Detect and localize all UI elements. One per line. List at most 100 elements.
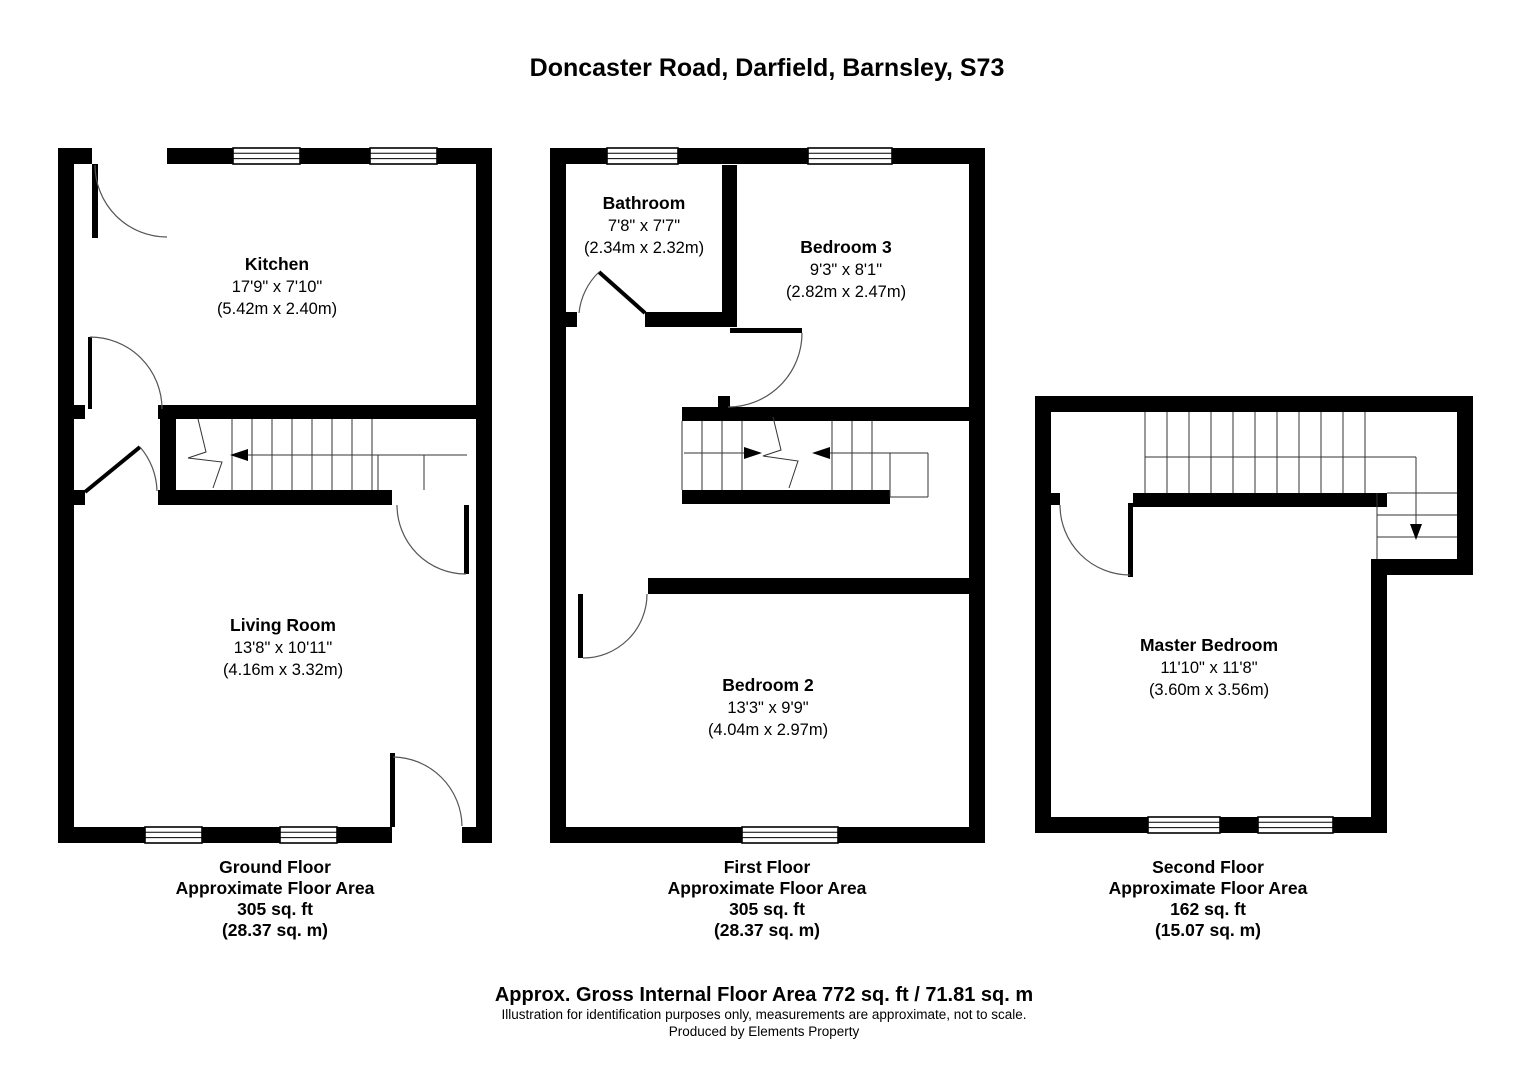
room-dims-metric: (5.42m x 2.40m) (217, 300, 337, 318)
wall-segment (1220, 817, 1258, 833)
caption-line: 162 sq. ft (1170, 899, 1246, 919)
wall-segment (1048, 493, 1060, 505)
wall-segment (1035, 396, 1051, 833)
wall-segment (476, 148, 492, 843)
ground-floor-doors (83, 164, 469, 827)
room-label-bedroom2: Bedroom 2 (722, 675, 814, 695)
stair-down-arrow (812, 447, 830, 459)
first-floor-doors (578, 270, 803, 659)
window (1257, 816, 1334, 834)
caption-line: (28.37 sq. m) (222, 920, 328, 940)
stair-break-line (762, 416, 799, 489)
stair-guides (684, 452, 929, 498)
second-floor-labels: Master Bedroom 11'10" x 11'8" (3.60m x 3… (1140, 635, 1278, 699)
window (1147, 816, 1221, 834)
room-dims-metric: (2.82m x 2.47m) (786, 283, 906, 301)
stair-up-arrow (744, 447, 762, 459)
second-floor-doors (1059, 503, 1133, 577)
window (741, 826, 839, 844)
room-label-bedroom3: Bedroom 3 (800, 237, 892, 257)
room-label-kitchen: Kitchen (245, 254, 309, 274)
wall-stair-divider (158, 490, 392, 505)
door (727, 328, 803, 408)
caption-line: Approximate Floor Area (176, 878, 375, 898)
ground-floor-caption: Ground Floor Approximate Floor Area 305 … (176, 857, 375, 940)
wall-stair-top (682, 407, 969, 421)
caption-line: Approximate Floor Area (668, 878, 867, 898)
stair-down-arrow (1410, 524, 1422, 540)
stair-guides (248, 454, 467, 490)
first-floor-labels: Bathroom 7'8" x 7'7" (2.34m x 2.32m) Bed… (584, 193, 906, 739)
room-label-living-room: Living Room (230, 615, 336, 635)
stair-direction-arrow (230, 449, 248, 461)
door (92, 164, 168, 238)
first-floor-stairs (681, 416, 929, 498)
footer-disclaimer: Illustration for identification purposes… (501, 1007, 1026, 1022)
caption-line: Approximate Floor Area (1109, 878, 1308, 898)
wall-segment (58, 827, 145, 843)
wall-segment (1457, 396, 1473, 575)
wall-segment (202, 827, 280, 843)
second-floor-caption: Second Floor Approximate Floor Area 162 … (1109, 857, 1308, 940)
room-dims-imperial: 11'10" x 11'8" (1160, 659, 1257, 677)
room-dims-metric: (4.04m x 2.97m) (708, 721, 828, 739)
room-dims-imperial: 9'3" x 8'1" (810, 261, 882, 279)
wall-segment (74, 405, 85, 419)
first-floor-windows (606, 147, 893, 844)
door (578, 270, 647, 315)
caption-line: 305 sq. ft (237, 899, 313, 919)
page-title: Doncaster Road, Darfield, Barnsley, S73 (530, 54, 1005, 82)
door (83, 445, 158, 494)
wall-segment (838, 827, 985, 843)
footer: Approx. Gross Internal Floor Area 772 sq… (495, 984, 1033, 1039)
caption-line: Second Floor (1152, 857, 1264, 877)
wall-segment (74, 490, 85, 505)
wall-stair-bottom (682, 490, 890, 504)
room-dims-imperial: 17'9" x 7'10" (232, 278, 323, 296)
stair-treads (1144, 412, 1366, 493)
wall-segment (550, 827, 742, 843)
wall-segment (718, 396, 730, 407)
wall-stair-divider (1133, 493, 1387, 507)
wall-segment (892, 148, 985, 164)
wall-segment (337, 827, 392, 843)
ground-floor-windows (144, 147, 438, 844)
wall-segment (1371, 559, 1387, 833)
wall-segment (462, 827, 492, 843)
window (807, 147, 893, 165)
room-dims-metric: (3.60m x 3.56m) (1149, 681, 1269, 699)
room-dims-imperial: 13'3" x 9'9" (727, 699, 808, 717)
wall-segment (1035, 396, 1473, 412)
room-dims-metric: (4.16m x 3.32m) (223, 661, 343, 679)
room-label-bathroom: Bathroom (603, 193, 686, 213)
door (1059, 503, 1133, 577)
ground-floor-walls (58, 148, 492, 843)
room-dims-imperial: 13'8" x 10'11" (234, 639, 333, 657)
caption-line: (28.37 sq. m) (714, 920, 820, 940)
door (88, 336, 163, 410)
door (390, 753, 463, 827)
ground-floor-stairs (187, 418, 467, 490)
wall-segment (969, 148, 985, 843)
wall-segment (58, 148, 74, 843)
first-floor-walls (550, 148, 985, 843)
room-dims-imperial: 7'8" x 7'7" (608, 217, 680, 235)
door (578, 593, 648, 659)
second-floor-stairs (1144, 412, 1457, 559)
wall-bathroom-divider (722, 165, 737, 327)
footer-credit: Produced by Elements Property (669, 1024, 860, 1039)
wall-lobby (160, 419, 176, 490)
caption-line: (15.07 sq. m) (1155, 920, 1261, 940)
caption-line: 305 sq. ft (729, 899, 805, 919)
stair-treads (681, 421, 873, 490)
window (144, 826, 203, 844)
wall-bedroom2 (648, 578, 969, 594)
window (369, 147, 438, 165)
ground-floor-labels: Kitchen 17'9" x 7'10" (5.42m x 2.40m) Li… (217, 254, 343, 679)
room-dims-metric: (2.34m x 2.32m) (584, 239, 704, 257)
wall-bathroom (645, 312, 722, 327)
second-floor-walls (1035, 396, 1473, 833)
room-label-master-bedroom: Master Bedroom (1140, 635, 1278, 655)
